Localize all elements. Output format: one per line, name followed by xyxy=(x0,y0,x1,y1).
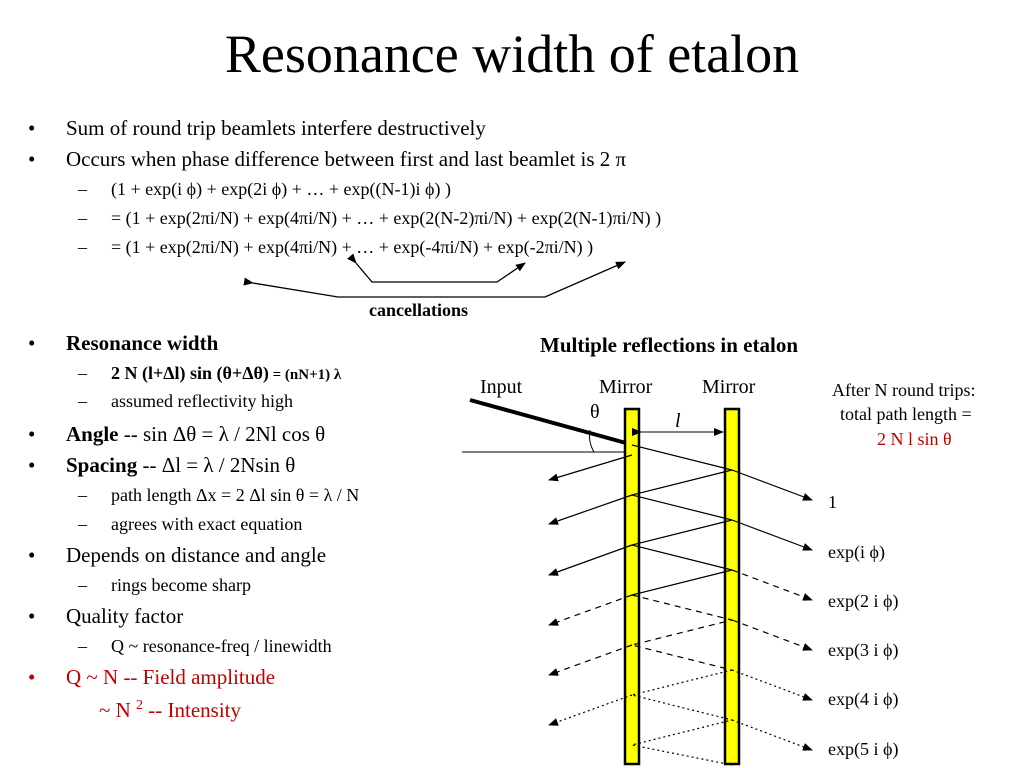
round-trip-note-2: total path length = xyxy=(840,404,972,424)
q-intensity-b: -- Intensity xyxy=(143,698,242,722)
resonance-condition-tail: = (nN+1) λ xyxy=(268,367,342,383)
reflected-beams xyxy=(548,454,633,726)
angle-heading: Angle xyxy=(66,422,119,446)
cancellation-arrows xyxy=(243,253,626,298)
q-field-amplitude: Q ~ N -- Field amplitude xyxy=(66,665,276,689)
bullet-distance-angle: Depends on distance and angle xyxy=(66,543,327,567)
output-label-5: exp(5 i ϕ) xyxy=(828,739,899,759)
bullet-resonance-width: Resonance width xyxy=(66,331,219,355)
sub-dash: – xyxy=(78,179,87,199)
internal-beams-dashed xyxy=(631,594,733,671)
sum-expression-3: = (1 + exp(2πi/N) + exp(4πi/N) + … + exp… xyxy=(111,237,594,257)
spacing-label: l xyxy=(675,410,681,432)
sub-dash: – xyxy=(78,237,87,257)
q-intensity-a: ~ N xyxy=(99,698,137,722)
spacing-formula: -- Δl = λ / 2Nsin θ xyxy=(137,453,296,477)
q-definition: Q ~ resonance-freq / linewidth xyxy=(111,636,332,656)
sub-dash: – xyxy=(78,636,87,656)
sub-dash: – xyxy=(78,575,87,595)
output-label-1: exp(i ϕ) xyxy=(828,542,885,562)
bullet-quality-factor: Quality factor xyxy=(66,604,184,628)
bullet-spacing: Spacing -- Δl = λ / 2Nsin θ xyxy=(66,453,295,478)
resonance-condition-main: 2 N (l+Δl) sin (θ+Δθ) xyxy=(111,363,269,383)
sub-dash: – xyxy=(78,363,87,383)
bullet-dot: • xyxy=(28,665,36,689)
bullet-dot: • xyxy=(28,331,36,355)
theta-arc xyxy=(589,429,595,453)
mirror-left xyxy=(623,407,641,766)
bullet-dot: • xyxy=(28,422,36,446)
resonance-condition: 2 N (l+Δl) sin (θ+Δθ) = (nN+1) λ xyxy=(111,363,341,384)
bullet-dot: • xyxy=(28,453,36,477)
output-label-3: exp(3 i ϕ) xyxy=(828,640,899,660)
round-trip-note-1: After N round trips: xyxy=(832,380,976,400)
internal-beams-solid xyxy=(631,444,733,596)
bullet-dot: • xyxy=(28,604,36,628)
bullet-phase: Occurs when phase difference between fir… xyxy=(66,147,627,171)
bullet-dot: • xyxy=(28,116,36,140)
sum-expression-1: (1 + exp(i ϕ) + exp(2i ϕ) + … + exp((N-1… xyxy=(111,179,451,199)
cancellations-label: cancellations xyxy=(369,300,468,320)
input-label: Input xyxy=(480,376,523,398)
mirror-label-right: Mirror xyxy=(702,376,756,398)
path-length-note: path length Δx = 2 Δl sin θ = λ / N xyxy=(111,485,360,505)
rings-note: rings become sharp xyxy=(111,575,251,595)
input-beam xyxy=(469,398,627,445)
q-intensity: ~ N 2 -- Intensity xyxy=(99,698,241,723)
sub-dash: – xyxy=(78,485,87,505)
output-label-2: exp(2 i ϕ) xyxy=(828,591,899,611)
bullet-beamlets: Sum of round trip beamlets interfere des… xyxy=(66,116,486,140)
output-label-0: 1 xyxy=(828,492,837,512)
q-intensity-sup: 2 xyxy=(136,698,144,713)
internal-beams-dotted xyxy=(631,669,733,766)
slide-title: Resonance width of etalon xyxy=(224,24,800,84)
sub-dash: – xyxy=(78,391,87,411)
transmitted-beams xyxy=(731,469,813,751)
bullet-angle: Angle -- sin Δθ = λ / 2Nl cos θ xyxy=(66,422,325,447)
spacing-heading: Spacing xyxy=(66,453,138,477)
round-trip-note-3: 2 N l sin θ xyxy=(877,429,952,449)
theta-label: θ xyxy=(590,401,600,423)
cancel-arrow-outer xyxy=(243,261,626,298)
sub-dash: – xyxy=(78,514,87,534)
sub-dash: – xyxy=(78,208,87,228)
output-label-4: exp(4 i ϕ) xyxy=(828,689,899,709)
sum-expression-2: = (1 + exp(2πi/N) + exp(4πi/N) + … + exp… xyxy=(111,208,662,228)
cancel-arrow-inner xyxy=(347,253,526,283)
reflectivity-note: assumed reflectivity high xyxy=(111,391,293,411)
bullet-dot: • xyxy=(28,543,36,567)
bullet-dot: • xyxy=(28,147,36,171)
mirror-label-left: Mirror xyxy=(599,376,653,398)
exact-equation-note: agrees with exact equation xyxy=(111,514,303,534)
diagram-heading: Multiple reflections in etalon xyxy=(540,333,798,357)
angle-formula: -- sin Δθ = λ / 2Nl cos θ xyxy=(118,422,326,446)
mirror-right xyxy=(723,407,741,766)
